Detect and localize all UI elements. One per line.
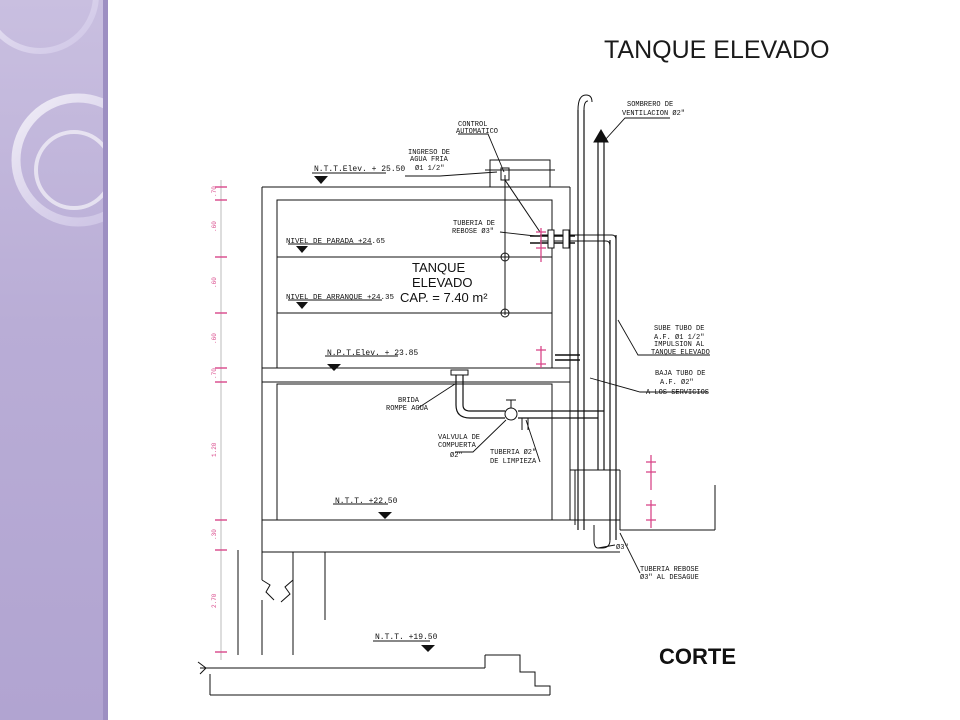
callout-sube: TANQUE ELEVADO: [651, 349, 710, 357]
callout-ingreso: INGRESO DE: [408, 149, 450, 157]
svg-text:.60: .60: [211, 277, 218, 288]
break-symbol: [261, 579, 275, 601]
level-label: N.T.T.Elev. + 25.50: [314, 165, 405, 174]
callout-valvula: VALVULA DE: [438, 434, 480, 442]
page-title: TANQUE ELEVADO: [604, 36, 830, 64]
outlet-pipe: [450, 369, 604, 430]
ventilation-cap: [593, 129, 609, 143]
callout-limpieza: TUBERIA Ø2": [490, 448, 536, 457]
level-label: N.P.T.Elev. + 23.85: [327, 349, 418, 358]
tank-capacity: CAP. = 7.40 m²: [400, 290, 488, 305]
callout-sombrero: SOMBRERO DE: [627, 101, 673, 109]
svg-text:.60: .60: [211, 333, 218, 344]
manhole-cover: [489, 159, 551, 188]
callout-valvula: Ø2": [450, 451, 463, 460]
callout-rebose: REBOSE Ø3": [452, 227, 494, 236]
callout-phi3: Ø3": [616, 543, 629, 552]
pipe-dimension-ticks: [536, 228, 656, 528]
break-symbol: [280, 579, 294, 603]
callout-brida: BRIDA: [398, 397, 420, 405]
level-label: N.T.T. +19.50: [375, 633, 438, 642]
callout-sube: A.F. Ø1 1/2": [654, 333, 704, 342]
tank-name: TANQUE: [412, 260, 466, 275]
callout-control: AUTOMATICO: [456, 128, 498, 136]
dimension-ticks: [215, 186, 227, 653]
callout-sombrero: VENTILACION Ø2": [622, 109, 685, 118]
svg-text:.70: .70: [211, 368, 218, 379]
level-label: NIVEL DE PARADA +24.65: [286, 238, 386, 246]
callout-sube: SUBE TUBO DE: [654, 325, 704, 333]
riser-pipes: [540, 94, 617, 549]
callout-baja: A.F. Ø2": [660, 378, 694, 387]
tank-name: ELEVADO: [412, 275, 472, 290]
callout-sube: IMPULSION AL: [654, 341, 704, 349]
callout-control: CONTROL: [458, 121, 487, 129]
level-label: N.T.T. +22.50: [335, 497, 398, 506]
callout-baja: A LOS SERVICIOS: [646, 389, 709, 397]
callout-ingreso: Ø1 1/2": [415, 164, 444, 173]
callout-ingreso: AGUA FRIA: [410, 156, 449, 164]
svg-text:.70: .70: [211, 186, 218, 197]
dimension-values: .70 .60 .60 .60 .70 1.20 .30 2.70: [211, 186, 218, 608]
svg-text:.30: .30: [211, 529, 218, 540]
callout-baja: BAJA TUBO DE: [655, 370, 705, 378]
callout-brida: ROMPE AGUA: [386, 405, 429, 413]
callout-valvula: COMPUERTA: [438, 442, 477, 450]
leader-lines: [405, 117, 710, 574]
level-markers: [296, 176, 435, 652]
level-label: NIVEL DE ARRANQUE +24.35: [286, 294, 395, 302]
control-line: [504, 179, 541, 233]
callout-rebose-desague: Ø3" AL DESAGUE: [640, 573, 699, 582]
callout-rebose-desague: TUBERIA REBOSE: [640, 566, 699, 574]
gate-valve-icon: [504, 407, 518, 421]
stairs: [484, 654, 551, 695]
svg-text:1.20: 1.20: [211, 442, 218, 457]
overflow-pipe: [530, 229, 575, 249]
callouts: CONTROL AUTOMATICO INGRESO DE AGUA FRIA …: [386, 101, 710, 582]
svg-text:2.70: 2.70: [211, 593, 218, 608]
callout-limpieza: DE LIMPIEZA: [490, 458, 537, 466]
sidebar-decoration: [0, 0, 108, 720]
svg-text:.60: .60: [211, 221, 218, 232]
section-label: CORTE: [659, 644, 736, 669]
callout-rebose: TUBERIA DE: [453, 220, 495, 228]
sidebar-edge: [103, 0, 108, 720]
decorative-rings: [0, 0, 108, 227]
